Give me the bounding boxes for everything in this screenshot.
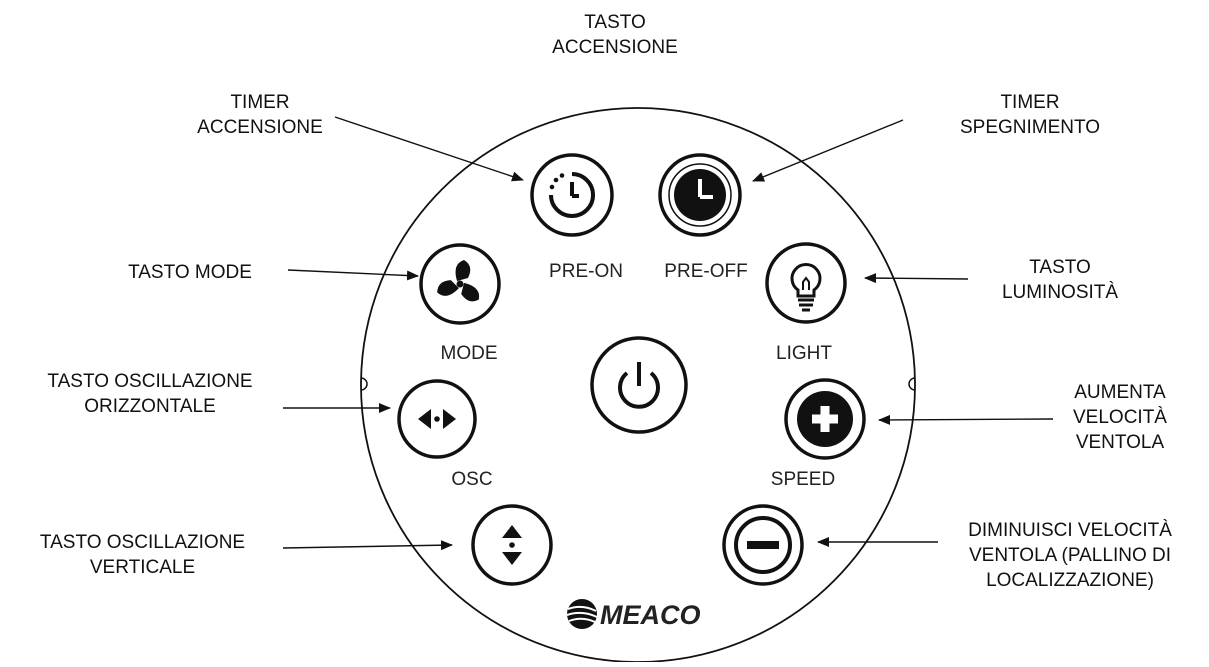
pre-on-button[interactable] <box>530 153 614 237</box>
fan-icon <box>437 260 480 302</box>
callout-timer-on-line-1: TIMER <box>230 92 290 113</box>
arrows-horizontal-icon <box>418 409 456 429</box>
arrow-osc-vertical <box>282 540 453 551</box>
callout-speed-down-line-2: VENTOLA (PALLINO DI <box>968 545 1172 566</box>
timer-on-icon <box>549 172 595 218</box>
callout-light: TASTO LUMINOSITÀ <box>965 255 1155 305</box>
callout-timer-on-line-2: ACCENSIONE <box>197 117 323 138</box>
light-button[interactable] <box>765 242 847 324</box>
callout-mode-line-1: TASTO MODE <box>128 262 252 283</box>
notch-left <box>360 377 368 391</box>
callout-light-line-1: TASTO <box>1029 257 1091 278</box>
callout-osc-vertical-line-1: TASTO OSCILLAZIONE <box>39 532 246 553</box>
callout-timer-off: TIMER SPEGNIMENTO <box>900 90 1160 140</box>
osc-vertical-button[interactable] <box>471 504 553 586</box>
arrow-timer-off <box>752 119 904 182</box>
callout-speed-up-line-1: AUMENTA <box>1074 382 1166 403</box>
plus-icon <box>797 391 853 447</box>
callout-power-line-2: ACCENSIONE <box>552 37 678 58</box>
callout-speed-up: AUMENTA VELOCITÀ VENTOLA <box>1040 380 1200 455</box>
callout-power-line-1: TASTO <box>584 12 646 33</box>
arrow-timer-on <box>334 116 524 182</box>
notch-right <box>908 377 916 391</box>
arrow-speed-up <box>878 414 1054 425</box>
speed-label: SPEED <box>771 469 835 490</box>
pre-off-label: PRE-OFF <box>664 261 747 282</box>
speed-up-button[interactable] <box>784 378 866 460</box>
power-button[interactable] <box>590 336 688 434</box>
pre-on-label: PRE-ON <box>549 261 623 282</box>
callout-osc-vertical: TASTO OSCILLAZIONE VERTICALE <box>0 530 285 580</box>
arrow-mode <box>287 269 419 281</box>
bulb-icon <box>790 263 822 312</box>
callout-speed-down-line-3: LOCALIZZAZIONE) <box>986 570 1154 591</box>
callout-timer-on: TIMER ACCENSIONE <box>130 90 390 140</box>
callout-osc-vertical-line-2: VERTICALE <box>89 557 196 578</box>
callout-light-line-2: LUMINOSITÀ <box>1001 282 1119 303</box>
brand-logo-text: MEACO <box>600 600 701 630</box>
arrows-vertical-icon <box>502 525 522 565</box>
callout-power: TASTO ACCENSIONE <box>525 10 705 60</box>
callout-speed-down: DIMINUISCI VELOCITÀ VENTOLA (PALLINO DI … <box>935 518 1205 593</box>
light-label: LIGHT <box>776 343 832 364</box>
callout-speed-down-line-1: DIMINUISCI VELOCITÀ <box>968 520 1172 541</box>
arrow-light <box>864 273 969 284</box>
callout-speed-up-line-3: VENTOLA <box>1075 432 1165 453</box>
osc-label: OSC <box>451 469 492 490</box>
callout-osc-horizontal: TASTO OSCILLAZIONE ORIZZONTALE <box>15 369 285 419</box>
callout-speed-up-line-2: VELOCITÀ <box>1073 407 1167 428</box>
callout-timer-off-line-1: TIMER <box>1000 92 1060 113</box>
callout-osc-horizontal-line-2: ORIZZONTALE <box>84 396 216 417</box>
minus-icon <box>734 516 792 574</box>
power-icon <box>618 362 660 409</box>
osc-horizontal-button[interactable] <box>397 379 477 459</box>
mode-button[interactable] <box>419 243 501 325</box>
callout-timer-off-line-2: SPEGNIMENTO <box>959 117 1101 138</box>
speed-down-button[interactable] <box>722 504 804 586</box>
pre-off-button[interactable] <box>658 153 742 237</box>
meaco-logo-icon <box>566 599 598 629</box>
mode-label: MODE <box>441 343 498 364</box>
callout-osc-horizontal-line-1: TASTO OSCILLAZIONE <box>47 371 253 392</box>
clock-icon <box>674 169 726 221</box>
callout-mode: TASTO MODE <box>90 260 290 285</box>
